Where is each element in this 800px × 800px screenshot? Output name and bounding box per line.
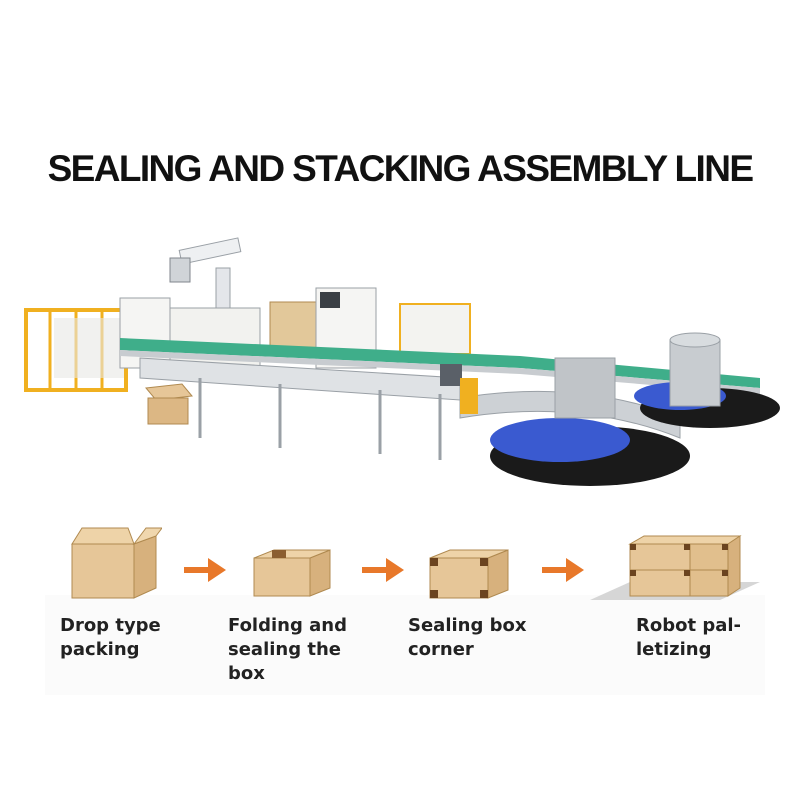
spiral-conveyor-back: [634, 332, 780, 428]
corner-sealed-box-icon: [429, 549, 509, 599]
arrow-right-icon: [542, 558, 584, 582]
step-label-corner-sealing: Sealing box corner: [408, 615, 527, 660]
step-label-robot-palletizing: Robot pal- letizing: [636, 615, 742, 660]
step-label-folding-sealing: Folding and sealing the box: [228, 615, 347, 684]
closed-box-icon: [253, 549, 331, 597]
pallet-stack-icon: [590, 535, 760, 600]
motor-mount: [460, 378, 478, 414]
safety-fence: [24, 308, 128, 392]
assembly-line-illustration: [24, 237, 780, 486]
arrow-right-icon: [362, 558, 404, 582]
spiral-conveyor-front: [459, 357, 690, 486]
open-box-icon: [71, 527, 162, 599]
arrow-right-icon: [184, 558, 226, 582]
cardboard-box: [145, 383, 193, 425]
step-label-drop-packing: Drop type packing: [60, 615, 161, 660]
page-title: SEALING AND STACKING ASSEMBLY LINE: [47, 148, 754, 189]
motor: [440, 364, 462, 386]
steps-background: [45, 595, 765, 695]
conveyor: [120, 338, 760, 460]
